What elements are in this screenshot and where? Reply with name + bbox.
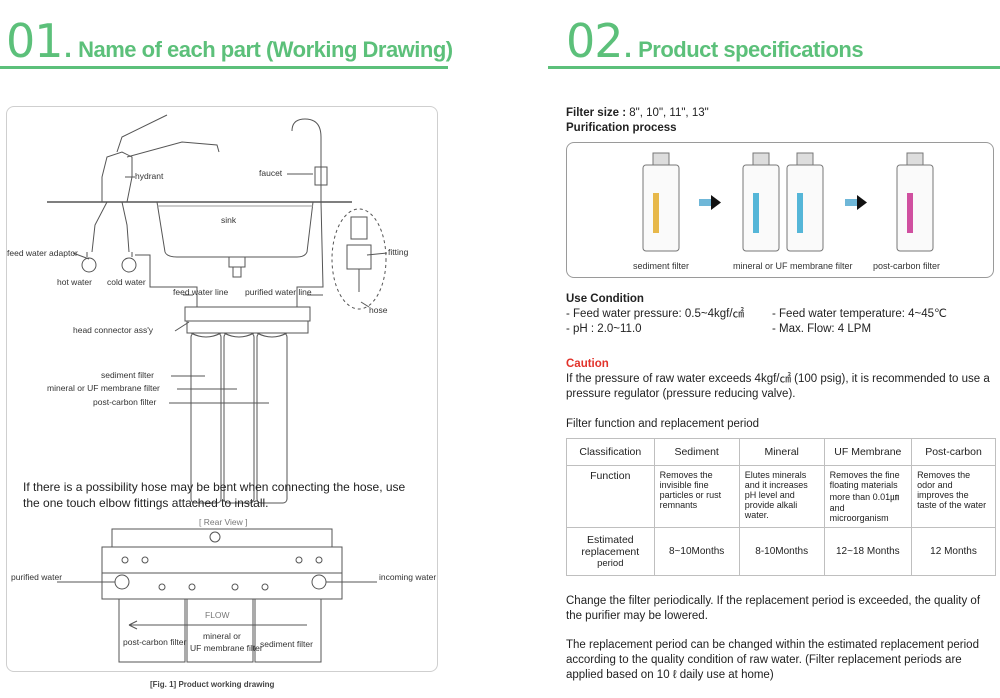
process-label-post-carbon: post-carbon filter: [873, 261, 941, 271]
function-mineral: Elutes minerals and it increases pH leve…: [738, 465, 825, 528]
table-title: Filter function and replacement period: [566, 418, 760, 430]
estimated-period-label: Estimated replacement period: [566, 527, 655, 576]
label-head-connector: head connector ass'y: [73, 325, 154, 335]
working-drawing-figure: hydrant faucet sink feed water adaptor f…: [6, 106, 438, 672]
figure-caption: [Fig. 1] Product working drawing: [150, 680, 275, 689]
table-row: Estimated replacement period 8~10Months …: [566, 527, 996, 576]
label-feed-water-adaptor: feed water adaptor: [7, 248, 78, 258]
replacement-note-1: Change the filter periodically. If the r…: [566, 595, 981, 622]
label-rear-mineral-2: UF membrane filter: [190, 643, 263, 653]
label-fitting: fitting: [388, 247, 409, 257]
label-post-carbon-filter: post-carbon filter: [93, 397, 157, 407]
label-flow: FLOW: [205, 610, 230, 620]
header-classification: Classification: [566, 438, 655, 466]
bent-hose-note: If there is a possibility hose may be be…: [23, 480, 406, 510]
process-label-sediment: sediment filter: [633, 261, 690, 271]
label-hydrant: hydrant: [135, 171, 164, 181]
installation-diagram: [47, 114, 388, 663]
label-purified-water-line: purified water line: [245, 287, 312, 297]
label-purified-water: purified water: [11, 572, 63, 582]
label-sink: sink: [221, 215, 237, 225]
purification-diagram: [642, 152, 934, 252]
right-section-header: 02. Product specifications: [566, 14, 864, 68]
period-sediment: 8~10Months: [653, 527, 740, 576]
section-title: Name of each part (Working Drawing): [78, 37, 453, 62]
condition-ph: - pH : 2.0~11.0: [566, 323, 642, 335]
filter-size-label: Filter size :: [566, 107, 627, 119]
filter-table: Classification Sediment Mineral UF Membr…: [566, 438, 996, 576]
label-rear-post-carbon: post-carbon filter: [123, 637, 187, 647]
table-header-row: Classification Sediment Mineral UF Membr…: [566, 438, 996, 466]
section-dot: .: [622, 22, 634, 66]
condition-flow: - Max. Flow: 4 LPM: [772, 323, 872, 335]
estimated-line-1: Estimated: [586, 534, 634, 546]
left-section-header: 01. Name of each part (Working Drawing): [6, 14, 453, 68]
header-sediment: Sediment: [653, 438, 740, 466]
period-post-carbon: 12 Months: [911, 527, 996, 576]
purification-title: Purification process: [566, 122, 677, 134]
function-uf-membrane: Removes the fine floating materials more…: [823, 465, 913, 528]
section-dot: .: [62, 22, 74, 66]
header-post-carbon: Post-carbon: [911, 438, 996, 466]
period-uf-membrane: 12~18 Months: [823, 527, 913, 576]
table-row: Function Removes the invisible fine part…: [566, 465, 996, 528]
function-label: Function: [566, 465, 655, 528]
function-sediment: Removes the invisible fine particles or …: [653, 465, 740, 528]
label-cold-water: cold water: [107, 277, 146, 287]
period-mineral: 8-10Months: [738, 527, 825, 576]
label-feed-water-line: feed water line: [173, 287, 229, 297]
estimated-line-3: period: [597, 558, 624, 569]
label-rear-sediment: sediment filter: [260, 639, 313, 649]
section-title: Product specifications: [638, 37, 864, 62]
filter-size-line: Filter size : 8", 10", 11", 13": [566, 106, 709, 121]
section-number: 02: [566, 14, 624, 68]
filter-size-value: 8", 10", 11", 13": [629, 107, 709, 119]
caution-text: If the pressure of raw water exceeds 4kg…: [566, 373, 990, 400]
label-sediment-filter: sediment filter: [101, 370, 154, 380]
label-mineral-uf-filter: mineral or UF membrane filter: [47, 383, 160, 393]
header-mineral: Mineral: [738, 438, 825, 466]
function-post-carbon: Removes the odor and improves the taste …: [911, 465, 996, 528]
section-number: 01: [6, 14, 64, 68]
header-uf-membrane: UF Membrane: [823, 438, 913, 466]
label-hot-water: hot water: [57, 277, 92, 287]
caution-title: Caution: [566, 358, 609, 370]
label-faucet: faucet: [259, 168, 283, 178]
use-condition-title: Use Condition: [566, 293, 644, 305]
right-header-rule: [548, 66, 1000, 69]
process-label-mineral: mineral or UF membrane filter: [733, 261, 853, 271]
condition-pressure: - Feed water pressure: 0.5~4kgf/㎠: [566, 308, 745, 320]
replacement-note-2: The replacement period can be changed wi…: [566, 639, 979, 681]
label-rear-mineral-1: mineral or: [203, 631, 241, 641]
condition-temperature: - Feed water temperature: 4~45℃: [772, 308, 947, 320]
label-incoming-water: incoming water: [379, 572, 437, 582]
rear-view-title: [ Rear View ]: [199, 517, 248, 527]
estimated-line-2: replacement: [581, 546, 640, 558]
label-hose: hose: [369, 305, 388, 315]
purification-process-box: sediment filter mineral or UF membrane f…: [566, 142, 994, 278]
left-header-rule: [0, 66, 448, 69]
